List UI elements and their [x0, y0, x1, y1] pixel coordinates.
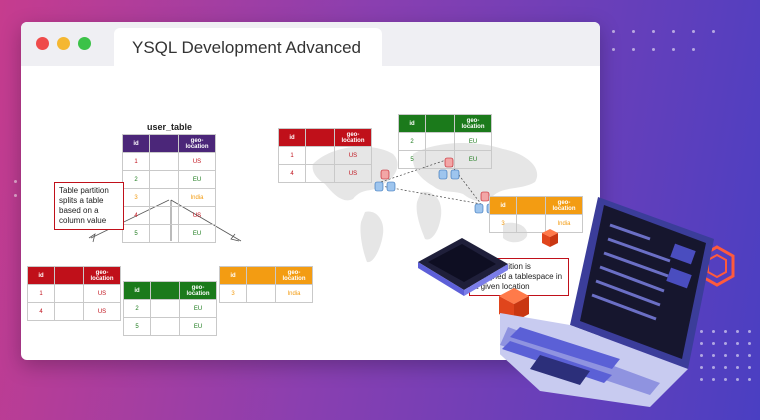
table-row: 4 US [27, 302, 121, 321]
header-blank [149, 134, 179, 153]
table-row: 5 EU [122, 224, 216, 243]
table-row: 4 US [278, 164, 372, 183]
cell-geo: EU [179, 317, 217, 336]
table-row: 2 EU [123, 299, 217, 318]
table-row: 3 India [219, 284, 313, 303]
decorative-dots-top [612, 30, 732, 70]
header-id: id [489, 196, 517, 215]
cell-geo: India [545, 214, 583, 233]
table-row: 1 US [278, 146, 372, 165]
cell-id: 2 [122, 170, 150, 189]
cell-geo: EU [178, 170, 216, 189]
cell-id: 5 [398, 150, 426, 169]
cell-id: 1 [27, 284, 55, 303]
window-title: YSQL Development Advanced [132, 38, 362, 57]
table-row: 5 EU [123, 317, 217, 336]
cell-geo: US [334, 164, 372, 183]
header-blank [246, 266, 276, 285]
maximize-window-button[interactable] [78, 37, 91, 50]
cell-geo: US [83, 284, 121, 303]
header-blank [516, 196, 546, 215]
cell-id: 4 [27, 302, 55, 321]
cell-geo: US [334, 146, 372, 165]
header-id: id [123, 281, 151, 300]
table-row: 3 India [122, 188, 216, 207]
header-blank [425, 114, 455, 133]
cell-id: 1 [122, 152, 150, 171]
cell-geo: EU [454, 132, 492, 151]
header-blank [305, 128, 335, 147]
header-geo-location: geo-location [179, 281, 217, 300]
cell-id: 1 [278, 146, 306, 165]
browser-window: YSQL Development Advanced user_table id … [21, 22, 600, 360]
table-row: 2 EU [122, 170, 216, 189]
cell-id: 5 [123, 317, 151, 336]
header-id: id [219, 266, 247, 285]
header-id: id [122, 134, 150, 153]
partition-callout-text: Table partition splits a table based on … [59, 186, 109, 225]
table-row: 5 EU [398, 150, 492, 169]
cell-geo: US [178, 152, 216, 171]
table-row: 1 US [27, 284, 121, 303]
small-cube-icon [542, 229, 558, 247]
floating-tablet-graphic [418, 238, 508, 296]
cell-id: 4 [278, 164, 306, 183]
window-titlebar: YSQL Development Advanced [21, 22, 600, 66]
cell-geo: EU [179, 299, 217, 318]
header-id: id [278, 128, 306, 147]
decorative-dots-right [700, 330, 760, 410]
header-geo-location: geo-location [178, 134, 216, 153]
header-id: id [27, 266, 55, 285]
database-node-us-icon [374, 169, 396, 192]
header-geo-location: geo-location [83, 266, 121, 285]
diagram-area: user_table id geo-location 1 US 2 EU 3 I… [21, 66, 600, 360]
header-geo-location: geo-location [334, 128, 372, 147]
cell-id: 4 [122, 206, 150, 225]
minimize-window-button[interactable] [57, 37, 70, 50]
header-geo-location: geo-location [454, 114, 492, 133]
laptop-illustration [500, 197, 714, 407]
cell-geo: India [275, 284, 313, 303]
header-blank [54, 266, 84, 285]
cell-id: 3 [219, 284, 247, 303]
cell-geo: India [178, 188, 216, 207]
table-row: 1 US [122, 152, 216, 171]
header-id: id [398, 114, 426, 133]
user-table-label: user_table [147, 122, 193, 132]
cell-id: 2 [123, 299, 151, 318]
cell-id: 3 [122, 188, 150, 207]
user-table: id geo-location 1 US 2 EU 3 India 4 US 5 [122, 134, 216, 243]
table-row: 4 US [122, 206, 216, 225]
cell-id: 5 [122, 224, 150, 243]
header-blank [150, 281, 180, 300]
cell-geo: EU [454, 150, 492, 169]
cell-geo: EU [178, 224, 216, 243]
window-tab[interactable]: YSQL Development Advanced [114, 28, 382, 66]
partition-callout: Table partition splits a table based on … [54, 182, 124, 230]
cell-geo: US [83, 302, 121, 321]
cell-id: 2 [398, 132, 426, 151]
table-row: 2 EU [398, 132, 492, 151]
close-window-button[interactable] [36, 37, 49, 50]
cell-geo: US [178, 206, 216, 225]
